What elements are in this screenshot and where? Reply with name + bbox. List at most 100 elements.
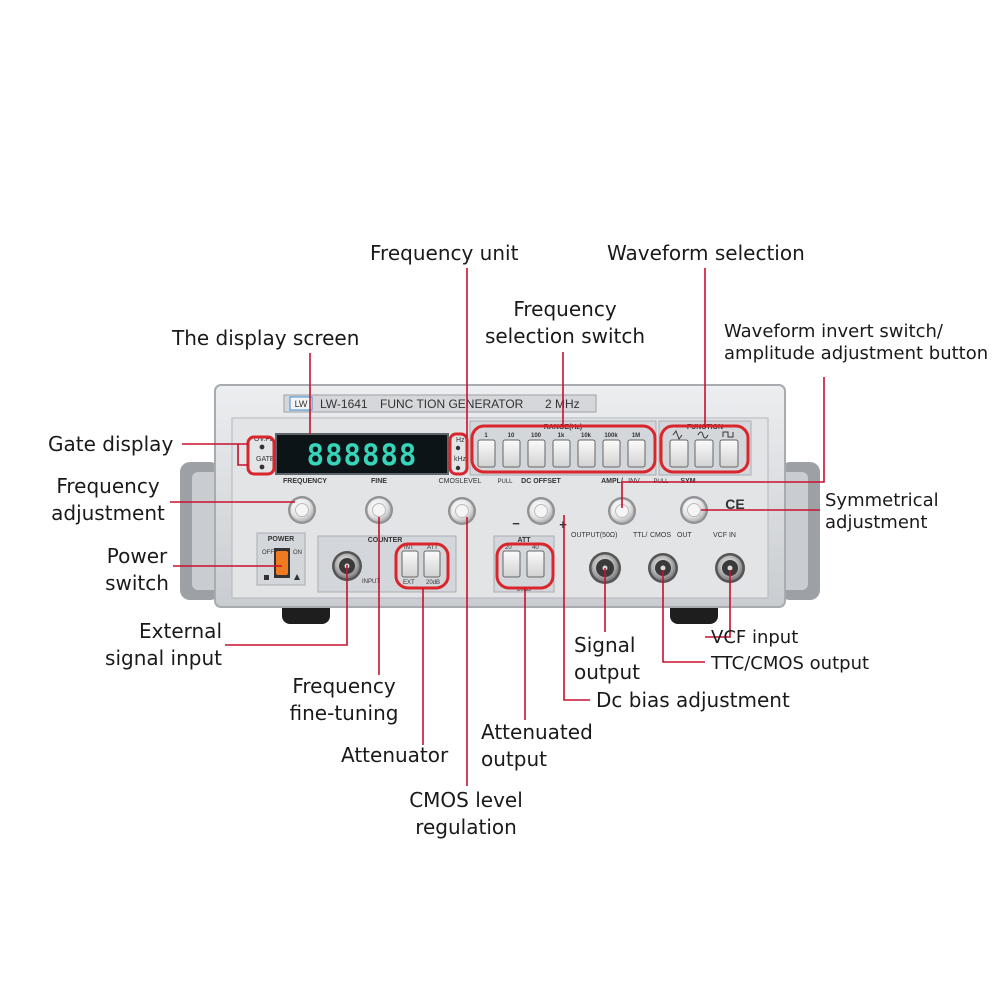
callout-line: CMOS level — [409, 788, 523, 812]
function-button[interactable] — [694, 431, 714, 468]
power-switch[interactable] — [276, 551, 288, 575]
output-50-label: OUTPUT(50Ω) — [571, 532, 617, 539]
cmos-level-label: CMOSLEVEL — [439, 478, 482, 485]
range-button[interactable] — [502, 439, 521, 468]
out-label: OUT — [677, 532, 693, 539]
callout-line: Symmetrical — [825, 490, 939, 511]
callout-frequency-selection-switch: Frequency selection switch — [481, 296, 649, 350]
callout-ttc-cmos-output: TTC/CMOS output — [711, 653, 870, 674]
counter-att-button[interactable] — [423, 550, 441, 578]
dc-minus-sign: − — [512, 516, 520, 531]
range-label: 100k — [604, 433, 618, 439]
att-20-button[interactable] — [502, 550, 521, 578]
callout-line: output — [574, 660, 640, 684]
dc-offset-knob[interactable] — [527, 497, 555, 525]
frequency-knob-label: FREQUENCY — [283, 478, 327, 485]
callout-line: Frequency — [56, 474, 160, 498]
att-20db-label: 20dB — [517, 587, 531, 593]
fine-knob[interactable] — [365, 496, 393, 524]
counter-ext-label: EXT — [403, 580, 415, 586]
range-button[interactable] — [527, 439, 546, 468]
range-label: 100 — [531, 433, 542, 439]
symmetry-knob[interactable] — [680, 496, 708, 524]
callout-display-screen: The display screen — [172, 326, 360, 350]
vcf-input-bnc[interactable] — [715, 553, 745, 583]
callout-waveform-invert: Waveform invert switch/ amplitude adjust… — [724, 321, 988, 365]
power-on-label: ON — [293, 550, 302, 556]
att-40-label: 40 — [532, 545, 539, 551]
range-button[interactable] — [602, 439, 621, 468]
unit-khz-label: kHz — [454, 456, 467, 463]
right-handle — [780, 462, 820, 600]
callout-line: External — [139, 619, 222, 643]
frequency-knob[interactable] — [288, 496, 316, 524]
range-label: 1k — [558, 433, 565, 439]
leader-lines — [170, 268, 825, 786]
cmos-level-knob[interactable] — [448, 497, 476, 525]
ttl-cmos-output-bnc[interactable] — [648, 553, 678, 583]
title-label: FUNC TION GENERATOR — [380, 397, 524, 411]
range-button[interactable] — [477, 439, 496, 468]
callout-power-switch: Power switch — [98, 543, 176, 597]
cmos-label: CMOS — [650, 532, 671, 539]
power-section: POWER OFF ON — [256, 532, 306, 586]
callout-line: output — [481, 747, 547, 771]
range-button[interactable] — [552, 439, 571, 468]
sine-wave-icon — [697, 431, 709, 439]
gate-label: GATE — [256, 456, 275, 463]
square-wave-icon — [722, 431, 734, 438]
callout-gate-display: Gate display — [48, 432, 174, 456]
dc-offset-label: DC OFFSET — [521, 478, 561, 485]
function-button-cap[interactable] — [669, 439, 689, 468]
callout-external-signal-input: External signal input — [96, 618, 222, 672]
range-label: 1M — [632, 433, 640, 439]
counter-att-label: ATT — [427, 545, 438, 551]
att-20-label: 20 — [505, 545, 512, 551]
pull-label: PULL — [497, 479, 513, 485]
function-button[interactable] — [719, 431, 739, 468]
amplitude-knob[interactable] — [608, 497, 636, 525]
display-screen: 888888 — [275, 433, 449, 475]
function-button-cap[interactable] — [694, 439, 714, 468]
unit-indicators: Hz kHz — [454, 437, 467, 471]
callout-line: adjustment — [51, 501, 165, 525]
callout-line: regulation — [415, 815, 517, 839]
power-off-label: OFF — [262, 550, 274, 556]
fine-knob-label: FINE — [371, 478, 387, 485]
callout-attenuator: Attenuator — [341, 743, 449, 767]
callout-dc-bias-adjustment: Dc bias adjustment — [596, 688, 790, 712]
counter-int-label: INT — [404, 545, 414, 551]
counter-int-ext-button[interactable] — [401, 550, 419, 578]
function-button-cap[interactable] — [719, 439, 739, 468]
callout-line: Attenuated — [481, 720, 593, 744]
unit-hz-label: Hz — [456, 437, 465, 444]
range-button[interactable] — [627, 439, 646, 468]
ttl-label: TTL/ — [633, 532, 647, 539]
range-label: 10 — [508, 433, 515, 439]
callout-signal-output: Signal output — [574, 632, 640, 686]
callout-line: Signal — [574, 633, 636, 657]
brand-logo: LW — [295, 399, 308, 409]
range-label: 1 — [484, 433, 488, 439]
callout-cmos-level-regulation: CMOS level regulation — [393, 787, 539, 841]
range-button[interactable] — [577, 439, 596, 468]
callout-line: amplitude adjustment button — [724, 343, 989, 364]
callout-vcf-input: VCF input — [711, 627, 799, 648]
triangle-wave-icon — [672, 429, 683, 441]
function-button[interactable] — [669, 429, 689, 468]
callout-line: Power — [106, 544, 168, 568]
counter-title: COUNTER — [368, 537, 403, 544]
vcf-in-label: VCF IN — [713, 532, 736, 539]
callout-waveform-selection: Waveform selection — [607, 241, 805, 265]
range-label: 10k — [581, 433, 592, 439]
att-40-button[interactable] — [526, 550, 545, 578]
power-title: POWER — [268, 536, 294, 543]
callout-line: signal input — [105, 646, 222, 670]
model-nameplate: LW LW-1641 FUNC TION GENERATOR 2 MHz — [283, 394, 597, 413]
callout-line: Frequency — [292, 674, 396, 698]
display-digits: 888888 — [307, 438, 418, 472]
callout-symmetrical-adjustment: Symmetrical adjustment — [825, 490, 939, 534]
ce-mark: CE — [725, 496, 744, 512]
